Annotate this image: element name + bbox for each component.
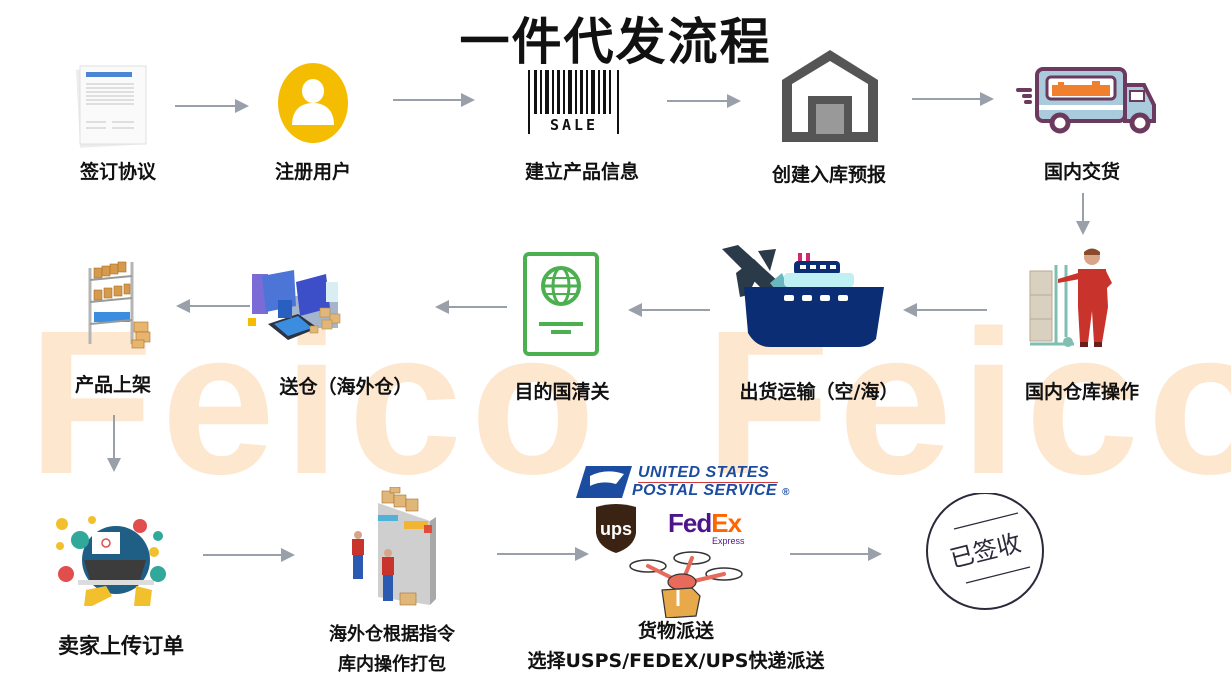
warehouse-picking-icon — [348, 486, 436, 609]
barcode-sale-icon: SALE — [528, 70, 620, 134]
page-title: 一件代发流程 — [459, 13, 772, 71]
svg-text:ups: ups — [600, 519, 632, 539]
step-label-line1: 海外仓根据指令 — [329, 624, 455, 645]
step-label-delivery: 货物派送 选择USPS/FEDEX/UPS快递派送 — [528, 616, 825, 676]
passport-globe-icon — [523, 252, 599, 356]
flow-arrow — [628, 303, 710, 317]
ups-logo: ups — [594, 503, 638, 553]
flow-arrow — [903, 303, 987, 317]
flow-arrow-down — [107, 415, 121, 472]
flow-arrow — [176, 299, 250, 313]
overseas-warehouse-icon — [238, 268, 348, 348]
step-label-shipping: 出货运输（空/海） — [739, 381, 899, 403]
contract-document-icon — [72, 62, 152, 150]
usps-logo: UNITED STATES POSTAL SERVICE ® — [576, 464, 789, 500]
step-label-register-user: 注册用户 — [274, 161, 352, 183]
step-label-product-listing: 产品上架 — [74, 374, 152, 396]
svg-text:SALE: SALE — [550, 116, 598, 134]
flow-arrow — [912, 92, 994, 106]
flow-arrow — [497, 547, 589, 561]
flow-arrow — [790, 547, 882, 561]
flow-arrow — [435, 300, 507, 314]
drone-delivery-icon — [626, 550, 746, 619]
step-label-to-overseas-warehouse: 送仓（海外仓） — [279, 376, 413, 398]
worker-handcart-icon — [1028, 247, 1118, 349]
step-label-line2: 选择USPS/FEDEX/UPS快递派送 — [527, 650, 825, 672]
step-label-line2: 库内操作打包 — [338, 654, 446, 675]
flow-arrow — [667, 94, 741, 108]
signed-stamp-icon: 已签收 — [926, 492, 1046, 613]
step-label-inbound-forecast: 创建入库预报 — [771, 164, 887, 186]
flow-arrow — [393, 93, 475, 107]
delivery-truck-icon — [1012, 65, 1162, 135]
flow-arrow — [203, 548, 295, 562]
step-label-domestic-warehouse-op: 国内仓库操作 — [1024, 381, 1140, 403]
shelf-boxes-icon — [86, 258, 158, 350]
step-label-customs-clearance: 目的国清关 — [514, 381, 610, 403]
step-label-seller-upload-order: 卖家上传订单 — [58, 634, 184, 658]
flow-arrow — [175, 99, 249, 113]
fedex-logo: FedEx Express — [668, 508, 745, 546]
watermark-left: Feico — [28, 288, 604, 517]
step-label-create-product: 建立产品信息 — [524, 161, 640, 183]
user-avatar-icon — [278, 63, 348, 143]
step-label-domestic-delivery: 国内交货 — [1043, 161, 1121, 183]
plane-ship-icon — [718, 243, 890, 348]
usps-line1: UNITED STATES — [638, 464, 770, 481]
usps-line2: POSTAL SERVICE ® — [632, 482, 790, 499]
step-label-warehouse-pack: 海外仓根据指令 库内操作打包 — [329, 620, 455, 680]
step-label-line1: 货物派送 — [637, 620, 714, 642]
step-label-sign-agreement: 签订协议 — [79, 161, 157, 183]
warehouse-icon — [780, 48, 880, 144]
flow-arrow-down — [1076, 193, 1090, 235]
laptop-order-icon — [56, 516, 171, 606]
